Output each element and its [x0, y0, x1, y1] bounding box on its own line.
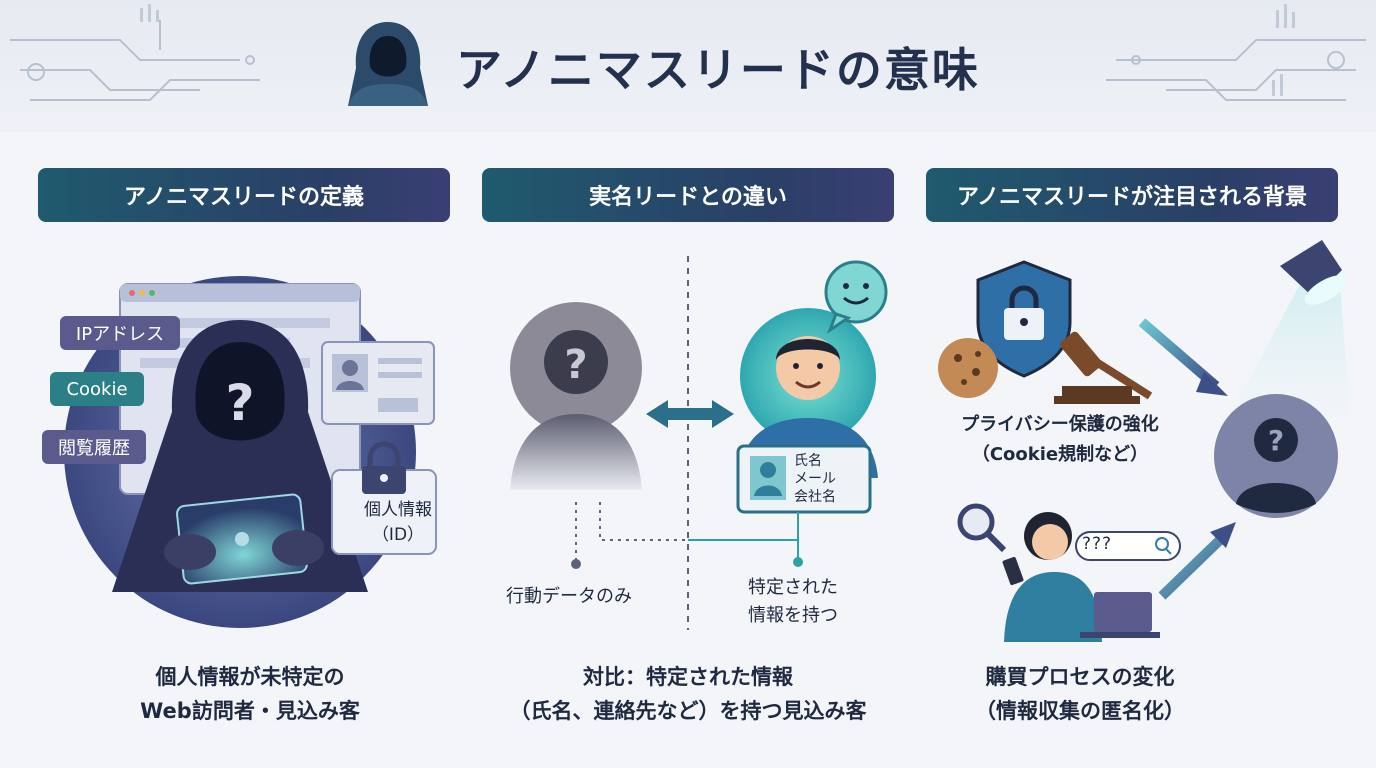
tag-ip-address: IPアドレス	[60, 316, 180, 350]
circuit-decoration-right	[1106, 4, 1366, 101]
purchase-process-caption-line1: 購買プロセスの変化	[985, 665, 1175, 689]
anonymous-silhouette	[510, 414, 642, 490]
person-researching-icon	[1002, 512, 1102, 642]
tag-cookie: Cookie	[50, 372, 144, 406]
definition-caption-line1: 個人情報が未特定の	[155, 665, 345, 689]
background-illustration: ?	[938, 240, 1350, 642]
svg-text:?: ?	[564, 342, 587, 388]
lock-label: 個人情報 （ID）	[362, 498, 434, 548]
section-heading-difference: 実名リードとの違い	[482, 168, 894, 222]
card-fields: 氏名 メール 会社名	[794, 452, 836, 506]
tag-browsing-history: 閲覧履歴	[42, 430, 146, 464]
header-banner	[0, 0, 1376, 132]
identified-info-label-line1: 特定された	[748, 577, 838, 598]
shield-lock-icon	[976, 260, 1072, 378]
svg-text:?: ?	[1268, 424, 1284, 457]
laptop-icon	[1080, 592, 1160, 638]
lock-label-line1: 個人情報	[364, 500, 432, 520]
page-title: アノニマスリードの意味	[456, 43, 980, 97]
comparison-illustration: ?	[510, 256, 888, 630]
card-field-name: 氏名	[794, 453, 822, 469]
spotlight-icon	[1280, 240, 1348, 305]
behavior-data-only-label: 行動データのみ	[506, 586, 632, 607]
padlock-icon	[362, 441, 406, 494]
search-query-text: ???	[1082, 534, 1113, 554]
magnifier-icon	[957, 503, 1007, 553]
difference-caption-line1: 対比：特定された情報	[583, 665, 793, 689]
difference-caption: 対比：特定された情報 （氏名、連絡先など）を持つ見込み客	[468, 660, 908, 728]
card-field-email: メール	[794, 471, 836, 487]
identified-info-label: 特定された 情報を持つ	[748, 574, 838, 630]
gavel-icon	[1054, 331, 1153, 404]
anonymous-user-illustration: ?	[64, 276, 437, 628]
definition-caption: 個人情報が未特定の Web訪問者・見込み客	[40, 660, 460, 728]
definition-caption-line2: Web訪問者・見込み客	[140, 699, 360, 723]
purchase-process-caption-line2: （情報収集の匿名化）	[975, 699, 1185, 723]
search-bar	[1075, 531, 1181, 561]
double-arrow-icon	[646, 400, 734, 428]
lock-label-line2: （ID）	[371, 525, 425, 545]
cookie-icon	[938, 338, 998, 398]
hooded-figure-icon	[348, 22, 428, 106]
section-heading-definition: アノニマスリードの定義	[38, 168, 450, 222]
difference-caption-line2: （氏名、連絡先など）を持つ見込み客	[509, 699, 867, 723]
smiley-speech-bubble-icon	[824, 260, 888, 334]
card-field-company: 会社名	[794, 489, 836, 505]
privacy-caption-line1: プライバシー保護の強化	[961, 414, 1159, 435]
privacy-caption: プライバシー保護の強化 （Cookie規制など）	[930, 410, 1190, 470]
privacy-caption-line2: （Cookie規制など）	[971, 444, 1149, 465]
circuit-decoration-left	[10, 4, 260, 101]
section-heading-background: アノニマスリードが注目される背景	[926, 168, 1338, 222]
purchase-process-caption: 購買プロセスの変化 （情報収集の匿名化）	[940, 660, 1220, 728]
identified-info-label-line2: 情報を持つ	[748, 605, 838, 626]
svg-text:?: ?	[225, 374, 254, 432]
